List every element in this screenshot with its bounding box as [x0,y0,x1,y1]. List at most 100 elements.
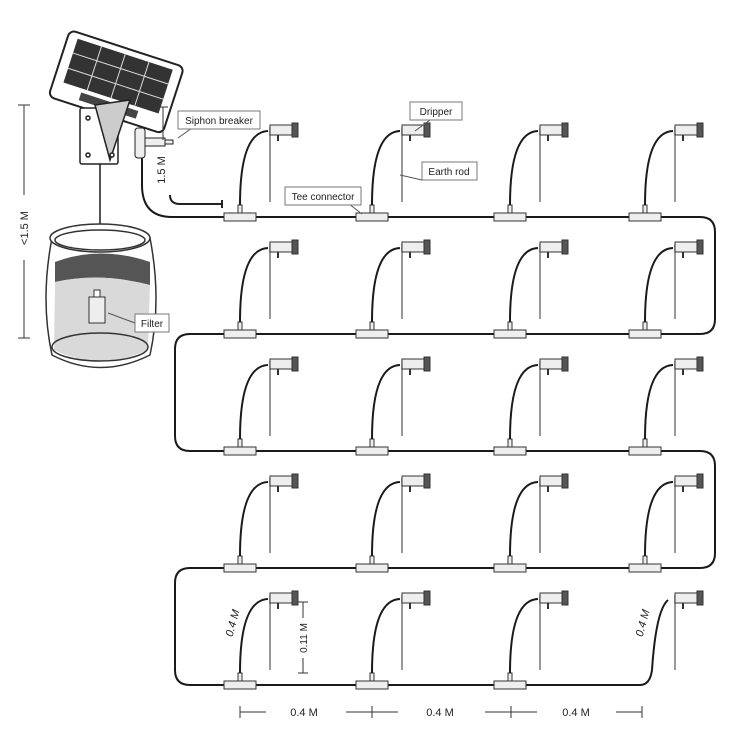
tee-connector [223,329,257,339]
dripper-cap [423,473,431,489]
dripper [539,592,563,604]
tee-connector [493,446,527,456]
tee-connector-stem [369,321,375,331]
dripper-label: Dripper [420,107,453,118]
dripper [269,124,293,136]
callout-siphon-breaker: Siphon breaker [177,110,261,139]
tee-connector [355,680,389,690]
rod-height-label: 0.11 M [299,623,310,653]
dripper-cap [423,239,431,255]
dripper-tube-right-label: 0.4 M [634,608,653,638]
dripper-tube [509,247,539,323]
tank-height-dimension [18,104,30,339]
tee-connector [223,446,257,456]
spacing-label-3: 0.4 M [562,707,590,719]
filter-label: Filter [141,319,164,330]
dripper-cap [291,356,299,372]
dripper-cap [291,239,299,255]
dripper-cap [291,473,299,489]
dripper-tube [644,481,674,557]
dripper [539,358,563,370]
tee-connector-stem [507,321,513,331]
tee-connector-stem [642,321,648,331]
dripper [269,475,293,487]
dripper-cap [561,356,569,372]
tee-connector-label: Tee connector [292,192,355,203]
tee-connector [223,680,257,690]
spacing-label-2: 0.4 M [426,707,454,719]
dripper-cap [561,122,569,138]
dripper [539,241,563,253]
dripper-tube [644,364,674,440]
tee-connector [628,446,662,456]
dripper-tube [371,481,401,557]
dripper-tube [371,130,401,206]
tee-connector-stem [369,204,375,214]
tee-connector-stem [642,204,648,214]
tee-connector [355,212,389,222]
dripper [269,358,293,370]
dripper-tube [371,247,401,323]
dripper [674,475,698,487]
tee-connector [628,329,662,339]
main-tubing [141,110,716,686]
spacing-label-1: 0.4 M [290,707,318,719]
tee-connector [355,563,389,573]
callout-earth-rod: Earth rod [399,161,478,181]
dripper-tube [644,130,674,206]
dripper-cap [696,239,704,255]
tee-connector-stem [237,321,243,331]
tee-connector-stem [237,438,243,448]
dripper-cap [561,473,569,489]
pump-bracket [79,99,132,165]
dripper-tube [239,598,269,674]
dripper-cap [696,473,704,489]
dripper-cap [696,122,704,138]
dripper-tube [371,598,401,674]
tank-height-label: <1.5 M [19,211,31,245]
dripper-tube [239,481,269,557]
tee-connector-stem [369,672,375,682]
tee-connector [628,212,662,222]
dripper [401,475,425,487]
siphon-breaker-label: Siphon breaker [185,116,253,127]
dripper-tube [239,247,269,323]
tee-connector-stem [369,438,375,448]
dripper-cap [423,590,431,606]
dripper [269,241,293,253]
siphon-breaker [134,127,174,159]
dripper [401,592,425,604]
dripper [401,358,425,370]
tee-connector-stem [642,555,648,565]
dripper-cap [561,239,569,255]
dripper [539,124,563,136]
dripper-tube [509,481,539,557]
dripper [269,592,293,604]
dripper-cap [423,122,431,138]
earth-rod-label: Earth rod [428,167,469,178]
riser-dimension-arrow [169,194,223,208]
tee-connector-stem [507,204,513,214]
callout-tee-connector: Tee connector [284,186,363,215]
water-barrel [45,223,157,369]
dripper [539,475,563,487]
dripper-tube [509,598,539,674]
dripper [674,241,698,253]
dripper [674,592,698,604]
tee-connector-stem [507,555,513,565]
riser-height-dimension [158,106,168,140]
riser-height-label: 1.5 M [156,156,168,184]
dripper-tube-left-label: 0.4 M [224,608,243,638]
dripper-tube [509,364,539,440]
spacing-dimension [239,706,643,718]
dripper-cap [696,590,704,606]
tee-connector-stem [642,438,648,448]
tee-connector [355,446,389,456]
rod-height-dimension [298,601,308,674]
tee-connector-stem [237,555,243,565]
dripper [674,124,698,136]
tee-connector [493,563,527,573]
dripper-tube [239,364,269,440]
